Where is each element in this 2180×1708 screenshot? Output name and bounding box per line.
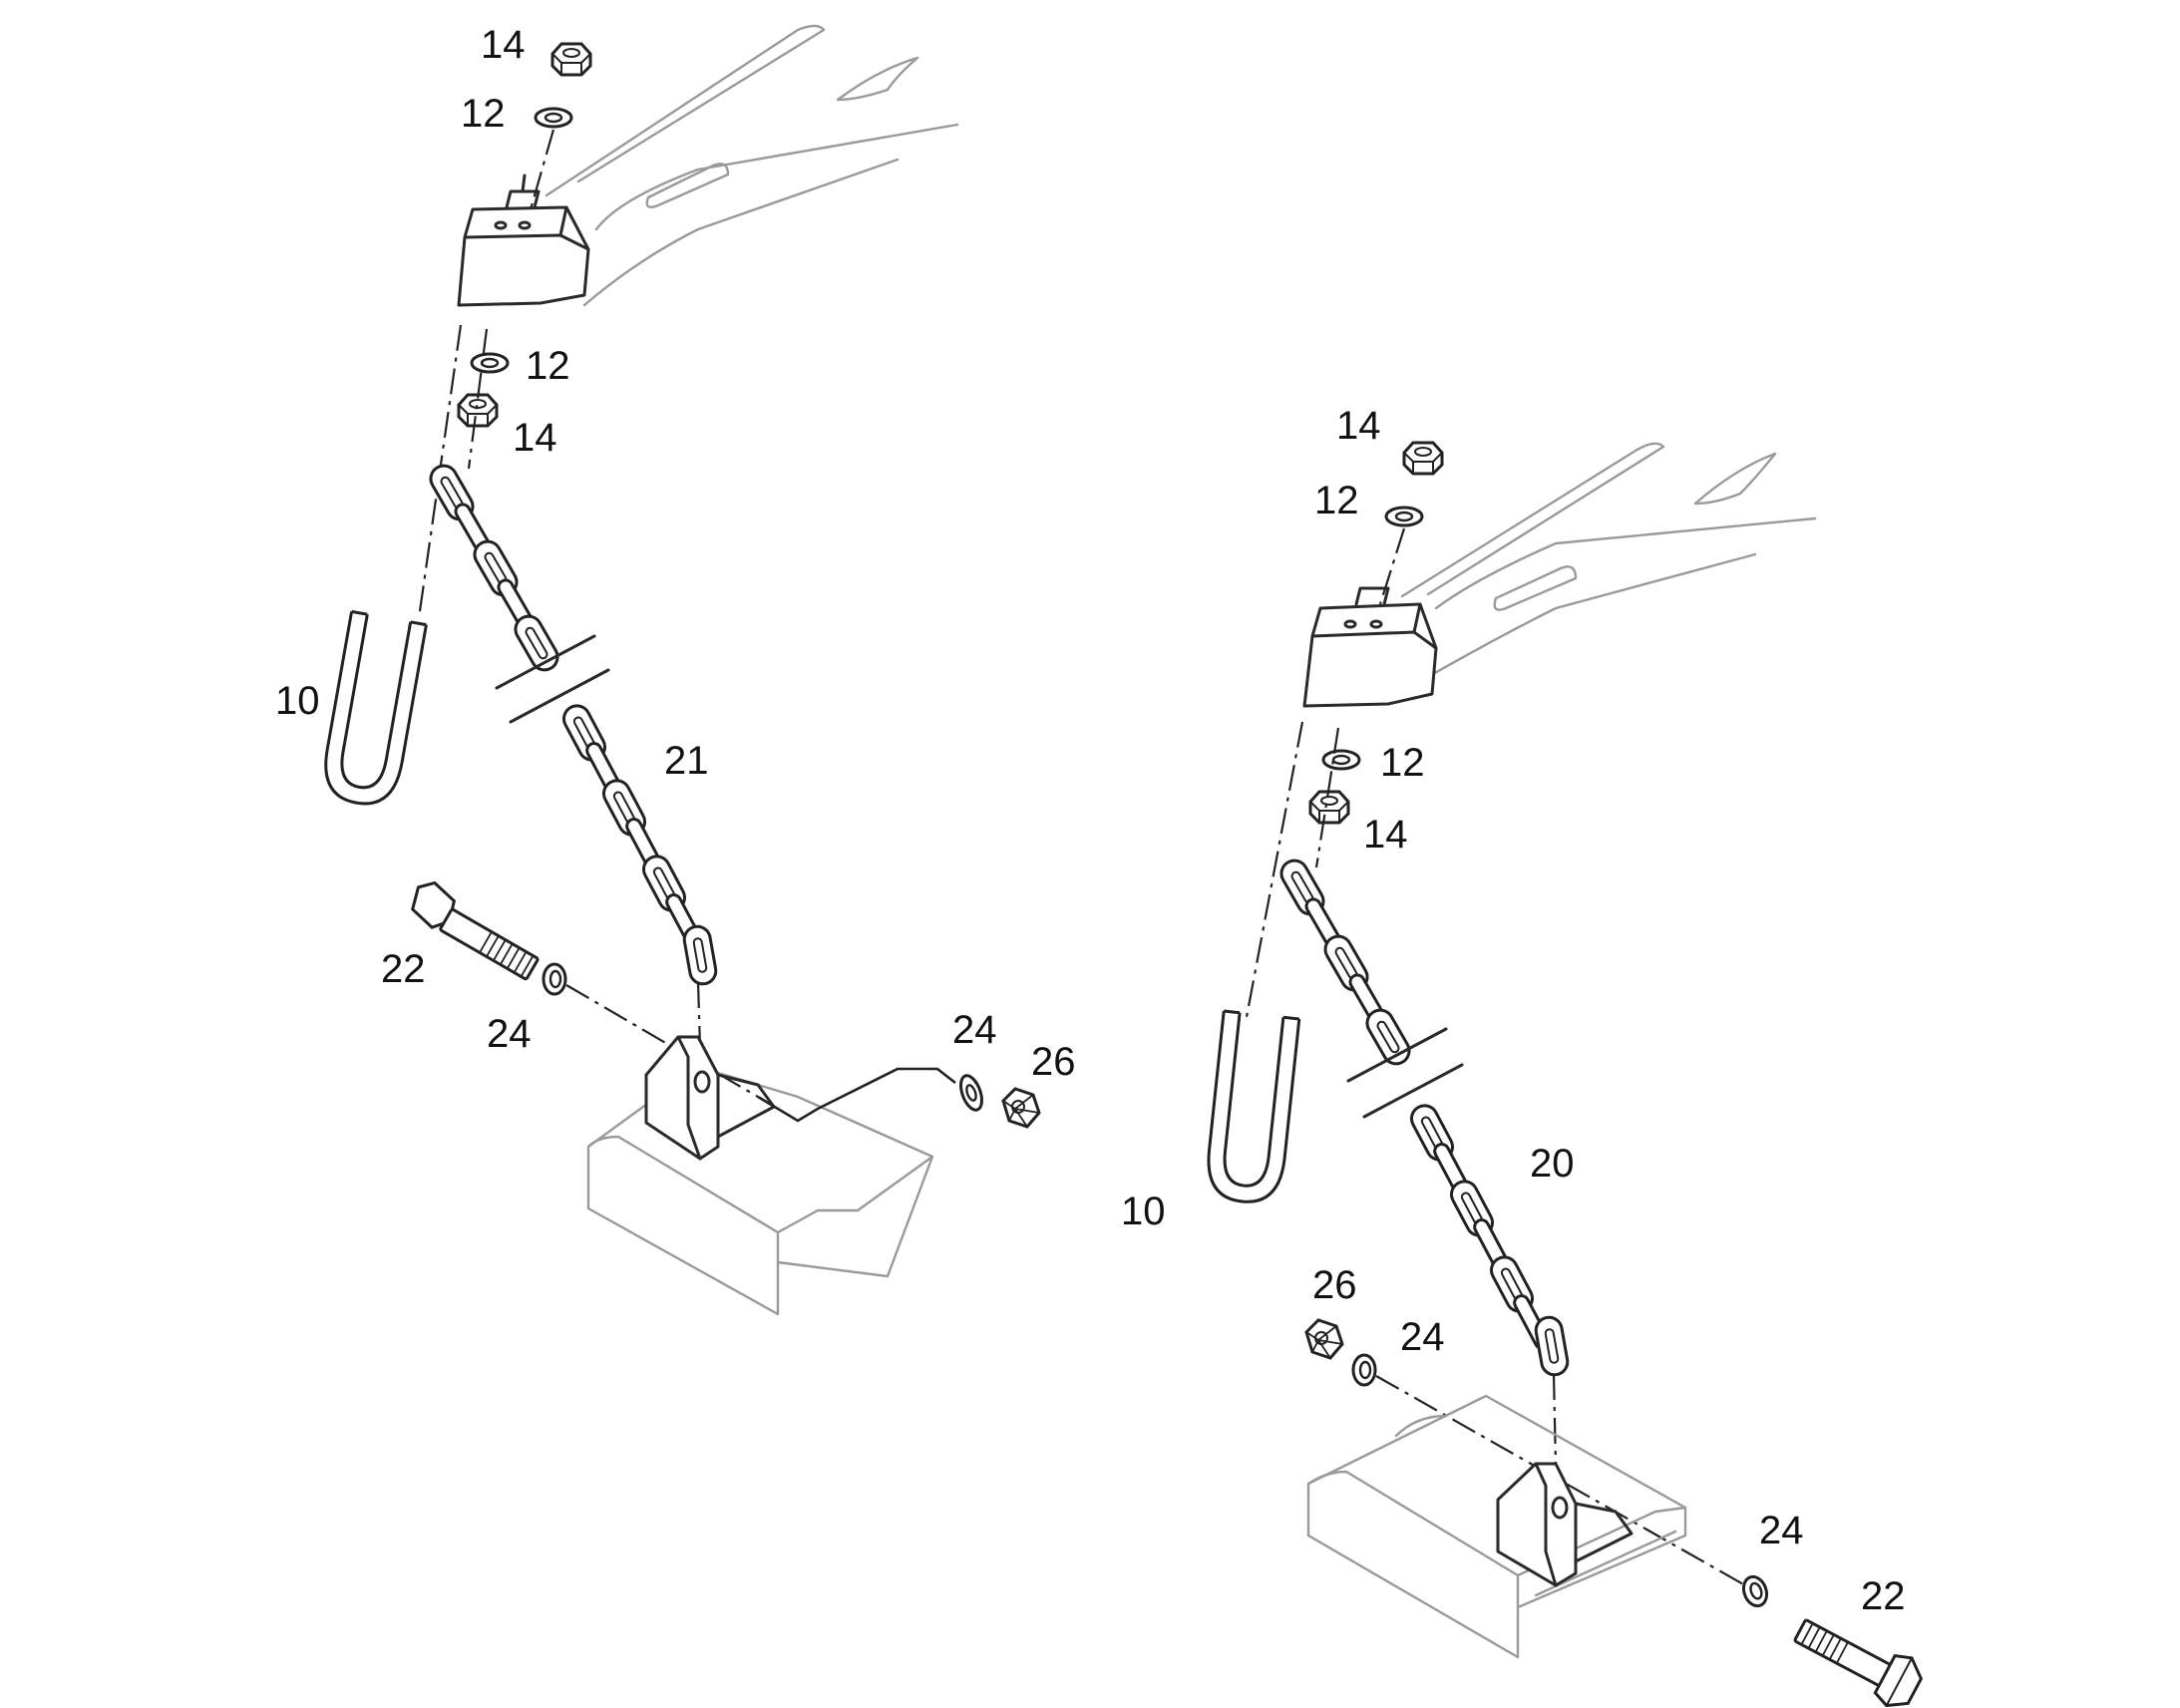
callout-left-bolt: 22 [381, 947, 426, 991]
callout-left-washer-top: 12 [461, 92, 506, 136]
callout-left-washer-bolt: 24 [487, 1012, 532, 1056]
left-washer-bolt [542, 962, 567, 996]
callout-right-nut-top: 14 [1336, 404, 1381, 448]
right-assembly [1203, 441, 1924, 1708]
callout-right-chain: 20 [1530, 1142, 1575, 1186]
right-callouts: 14 12 12 14 10 20 26 24 24 22 [1121, 404, 1906, 1618]
left-nut-bottom [1001, 1087, 1041, 1129]
left-washer-mid [470, 352, 510, 374]
right-washer-mid [1321, 749, 1361, 771]
right-washer-nut [1351, 1353, 1377, 1387]
right-u-bolt [1203, 1009, 1301, 1207]
callout-left-u-bolt: 10 [275, 679, 320, 723]
left-frame-arm [457, 24, 959, 307]
left-washer-nut [954, 1071, 988, 1115]
callout-right-bolt: 22 [1861, 1574, 1906, 1618]
right-washer-top [1384, 506, 1424, 527]
callout-right-washer-top: 12 [1314, 479, 1359, 522]
left-washer-top [534, 107, 573, 129]
callout-left-nut-bottom: 26 [1031, 1040, 1076, 1084]
right-nut-top [1402, 441, 1444, 476]
left-base-bracket [586, 1035, 934, 1316]
callout-left-washer-mid: 12 [526, 344, 570, 388]
right-washer-bolt [1738, 1571, 1772, 1611]
callout-right-washer-mid: 12 [1380, 741, 1425, 785]
right-nut-mid [1308, 790, 1350, 825]
left-nut-mid [457, 393, 499, 428]
left-nut-top [550, 42, 592, 77]
left-chain-upper [424, 459, 564, 677]
left-assembly [317, 24, 1041, 1316]
left-u-bolt [317, 609, 428, 812]
callout-right-nut-bottom: 26 [1312, 1263, 1357, 1307]
right-nut-bottom [1304, 1318, 1344, 1360]
callout-left-washer-nut: 24 [952, 1008, 997, 1052]
callout-right-washer-bolt: 24 [1759, 1509, 1804, 1552]
callout-right-washer-nut: 24 [1400, 1315, 1445, 1359]
left-callouts: 14 12 12 14 10 21 22 24 24 26 [275, 23, 1076, 1084]
left-bolt [411, 880, 540, 981]
callout-left-chain: 21 [664, 739, 709, 783]
callout-left-nut-mid: 14 [513, 416, 557, 460]
callout-right-u-bolt: 10 [1121, 1190, 1166, 1233]
callout-left-nut-top: 14 [481, 23, 526, 67]
right-base-bracket [1306, 1394, 1687, 1659]
callout-right-nut-mid: 14 [1363, 813, 1408, 856]
right-frame-arm [1302, 442, 1817, 708]
right-bolt [1793, 1618, 1924, 1708]
